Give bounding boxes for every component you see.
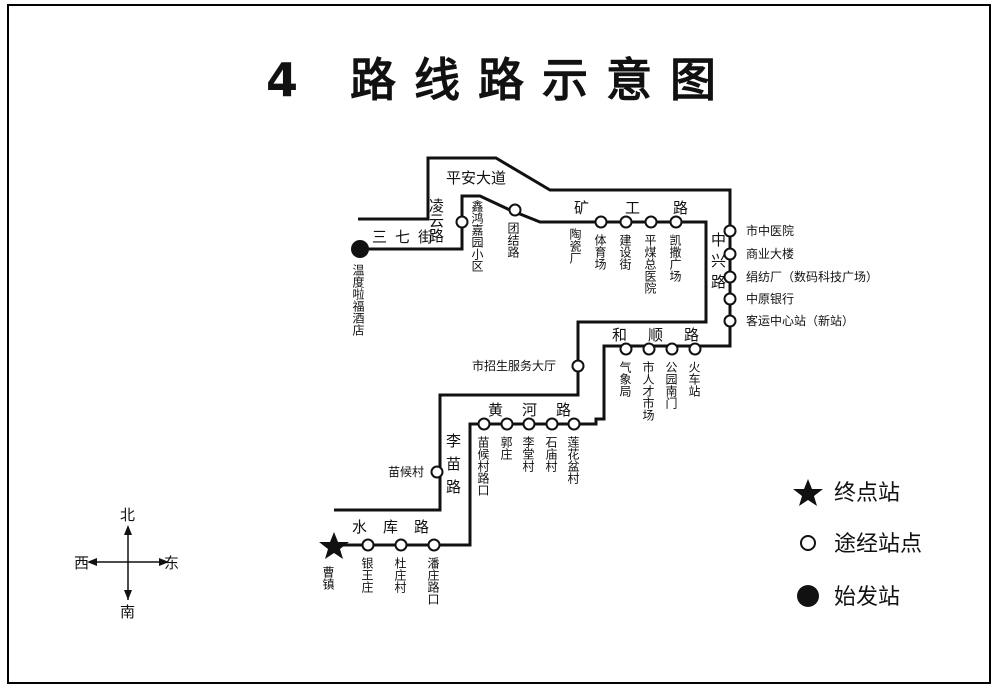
road-label-lu1: 路	[673, 199, 688, 217]
station-qixiang	[619, 342, 633, 356]
label-lianhua: 莲花盆村	[566, 436, 580, 484]
road-label-he: 和	[612, 326, 627, 344]
compass-west: 西	[74, 554, 89, 572]
legend-start-label: 始发站	[834, 585, 900, 610]
station-guozhuang	[500, 417, 514, 431]
road-label-kuang: 矿	[574, 199, 589, 217]
road-label-gong: 工	[625, 199, 640, 217]
arrow-west-icon	[87, 558, 97, 566]
station-keyun	[723, 314, 737, 328]
station-shimiao	[545, 417, 559, 431]
station-duzhuang	[394, 538, 408, 552]
label-tuanjie: 团结路	[506, 222, 520, 259]
legend-star-icon	[793, 479, 823, 506]
map-frame	[7, 4, 991, 684]
label-end-station: 曹镇	[321, 566, 335, 591]
station-zhongyiyuan	[723, 224, 737, 238]
start-station-dot	[351, 240, 369, 258]
station-tiyuchang	[594, 215, 608, 229]
compass-east: 东	[164, 554, 179, 572]
label-juanfang: 绢纺厂（数码科技广场）	[746, 269, 878, 284]
station-huoche	[688, 342, 702, 356]
road-label-pingan: 平安大道	[446, 169, 506, 187]
road-label-lu3: 路	[556, 401, 571, 419]
compass-north: 北	[120, 506, 135, 524]
label-litang: 李堂村	[521, 435, 535, 472]
station-litang	[522, 417, 536, 431]
station-jianshe	[619, 215, 633, 229]
label-qixiang: 气象局	[618, 360, 632, 398]
road-label-lu2: 路	[684, 326, 699, 344]
station-shangye	[723, 247, 737, 261]
road-label-sanqi: 三七街	[372, 228, 441, 246]
label-shimiao: 石庙村	[544, 436, 558, 472]
road-label-ku: 库	[383, 518, 398, 536]
station-panzhuang	[427, 538, 441, 552]
label-jianshe: 建设街	[618, 234, 632, 270]
map-title: 4 路线路示意图	[265, 53, 735, 107]
arrow-north-icon	[124, 525, 132, 535]
label-yinwang: 银王庄	[360, 557, 374, 594]
road-label-shun: 顺	[648, 326, 663, 344]
label-pingmei: 平煤总医院	[643, 234, 657, 294]
label-zhaosheng: 市招生服务大厅	[472, 358, 556, 373]
road-main-route	[334, 344, 697, 547]
station-yinwang	[361, 538, 375, 552]
compass: 北 南 东 西	[74, 506, 179, 621]
station-rencai	[642, 342, 656, 356]
station-miaohou	[430, 465, 444, 479]
station-tuanjie	[508, 203, 522, 217]
road-label-heh: 河	[522, 401, 537, 419]
compass-south: 南	[120, 603, 135, 621]
legend-end-label: 终点站	[834, 481, 900, 506]
legend-start-icon	[797, 585, 819, 607]
label-xinhong: 鑫鸿嘉园小区	[470, 199, 484, 272]
legend-via-icon	[800, 535, 816, 551]
station-zhaosheng	[571, 359, 585, 373]
label-keyun: 客运中心站（新站）	[746, 313, 854, 328]
legend: 终点站 途经站点 始发站	[793, 479, 922, 610]
label-panzhuang: 潘庄路口	[426, 557, 440, 605]
station-lianhua	[567, 417, 581, 431]
station-lingyun	[455, 215, 469, 229]
station-miaohoukou	[477, 417, 491, 431]
end-station-star	[319, 532, 349, 559]
label-duzhuang: 杜庄村	[393, 556, 407, 593]
label-rencai: 市人才市场	[641, 360, 655, 421]
station-kaisa	[669, 215, 683, 229]
label-start-station: 温度啦福酒店	[351, 264, 365, 336]
road-inner-branch	[334, 194, 708, 512]
label-zhongyiyuan: 市中医院	[746, 223, 794, 238]
legend-via-label: 途经站点	[834, 532, 922, 557]
label-kaisa: 凯撒广场	[668, 234, 682, 282]
road-label-shui: 水	[352, 518, 367, 536]
label-miaohoukou: 苗候村路口	[476, 436, 490, 496]
station-gongyuan	[665, 342, 679, 356]
arrow-east-icon	[159, 558, 169, 566]
label-huoche: 火车站	[687, 361, 701, 397]
label-shangye: 商业大楼	[746, 246, 794, 261]
road-label-lu4: 路	[414, 518, 429, 536]
arrow-south-icon	[124, 590, 132, 600]
station-zhongyuan	[723, 292, 737, 306]
road-label-huang: 黄	[488, 401, 503, 419]
label-guozhuang: 郭庄	[499, 436, 513, 461]
road-label-limiao: 李苗路	[444, 433, 462, 502]
label-taoci: 陶瓷厂	[568, 227, 582, 264]
station-pingmei	[644, 215, 658, 229]
station-juanfang	[723, 270, 737, 284]
road-label-zhongxing: 中兴路	[709, 232, 727, 295]
label-gongyuan: 公园南门	[664, 361, 678, 409]
label-zhongyuan: 中原银行	[746, 291, 794, 306]
road-label-lingyun: 凌云路	[427, 198, 445, 243]
label-tiyu: 体育场	[593, 234, 607, 270]
via-stations	[361, 203, 737, 552]
label-miaohou: 苗候村	[388, 465, 424, 479]
